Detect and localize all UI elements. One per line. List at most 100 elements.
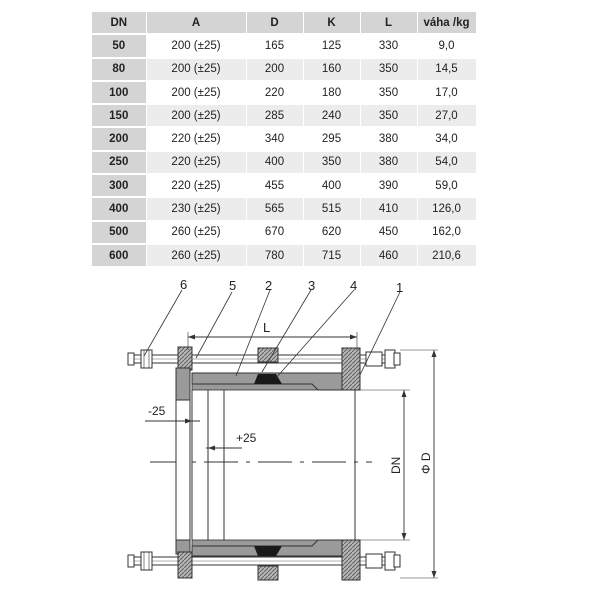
dn-cell: 300 xyxy=(92,174,147,199)
callout-5: 5 xyxy=(229,278,236,293)
callout-6: 6 xyxy=(180,277,187,292)
table-cell: 350 xyxy=(360,104,418,129)
table-cell: 14,5 xyxy=(417,57,477,82)
table-cell: 565 xyxy=(246,197,304,222)
dim-minus-label: -25 xyxy=(148,404,166,418)
table-cell: 350 xyxy=(360,57,418,82)
table-cell: 126,0 xyxy=(417,197,477,222)
table-cell: 400 xyxy=(246,150,304,176)
callout-leaders xyxy=(143,289,401,379)
table-cell: 230 (±25) xyxy=(146,197,247,222)
inserted-pipe xyxy=(191,383,355,547)
table-cell: 515 xyxy=(303,197,361,222)
dim-D-label: Φ D xyxy=(419,452,433,474)
table-cell: 220 (±25) xyxy=(146,127,247,152)
table-cell: 620 xyxy=(303,220,361,245)
col-header-3: K xyxy=(303,12,361,36)
dn-cell: 150 xyxy=(92,104,147,129)
table-cell: 350 xyxy=(303,150,361,176)
dimension-L: L xyxy=(187,320,358,350)
table-cell: 715 xyxy=(303,243,361,269)
table-cell: 162,0 xyxy=(417,220,477,245)
dn-cell: 80 xyxy=(92,57,147,82)
table-cell: 340 xyxy=(246,127,304,152)
coupling-drawing: L -25 +25 DN Φ D 6 5 2 3 4 1 xyxy=(127,277,438,581)
table-cell: 410 xyxy=(360,197,418,222)
table-cell: 200 (±25) xyxy=(146,104,247,129)
table-cell: 390 xyxy=(360,174,418,199)
table-cell: 780 xyxy=(246,243,304,269)
table-cell: 160 xyxy=(303,57,361,82)
dn-cell: 400 xyxy=(92,197,147,222)
table-cell: 34,0 xyxy=(417,127,477,152)
table-cell: 260 (±25) xyxy=(146,220,247,245)
dn-cell: 600 xyxy=(92,243,147,269)
table-cell: 59,0 xyxy=(417,174,477,199)
table-cell: 9,0 xyxy=(417,34,477,59)
col-header-2: D xyxy=(246,12,304,36)
table-cell: 285 xyxy=(246,104,304,129)
dim-L-label: L xyxy=(263,320,270,335)
callout-1: 1 xyxy=(396,280,403,295)
dn-cell: 500 xyxy=(92,220,147,245)
col-header-1: A xyxy=(146,12,247,36)
dimension-D: Φ D xyxy=(400,349,438,579)
table-cell: 220 (±25) xyxy=(146,174,247,199)
table-cell: 17,0 xyxy=(417,80,477,106)
table-cell: 200 (±25) xyxy=(146,57,247,82)
seal-ring xyxy=(254,347,282,581)
dim-plus-label: +25 xyxy=(236,431,257,445)
table-cell: 450 xyxy=(360,220,418,245)
table-cell: 220 (±25) xyxy=(146,150,247,176)
table-cell: 380 xyxy=(360,150,418,176)
dim-DN-label: DN xyxy=(389,457,403,474)
table-cell: 455 xyxy=(246,174,304,199)
col-header-0: DN xyxy=(92,12,147,36)
callout-2: 2 xyxy=(265,278,272,293)
table-cell: 670 xyxy=(246,220,304,245)
table-cell: 295 xyxy=(303,127,361,152)
col-header-5: váha /kg xyxy=(417,12,477,36)
table-cell: 200 (±25) xyxy=(146,80,247,106)
table-cell: 54,0 xyxy=(417,150,477,176)
table-cell: 460 xyxy=(360,243,418,269)
callout-3: 3 xyxy=(308,278,315,293)
dimension-adjust: -25 +25 xyxy=(145,400,257,465)
table-cell: 330 xyxy=(360,34,418,59)
table-cell: 200 (±25) xyxy=(146,34,247,59)
table-cell: 27,0 xyxy=(417,104,477,129)
dimension-DN: DN xyxy=(360,389,410,541)
table-cell: 260 (±25) xyxy=(146,243,247,269)
dn-cell: 200 xyxy=(92,127,147,152)
table-cell: 350 xyxy=(360,80,418,106)
table-cell: 240 xyxy=(303,104,361,129)
callout-4: 4 xyxy=(350,278,357,293)
dn-cell: 50 xyxy=(92,34,147,59)
dn-cell: 250 xyxy=(92,150,147,176)
dn-cell: 100 xyxy=(92,80,147,106)
table-cell: 180 xyxy=(303,80,361,106)
col-header-4: L xyxy=(360,12,418,36)
table-cell: 165 xyxy=(246,34,304,59)
table-cell: 210,6 xyxy=(417,243,477,269)
bottom-bolt xyxy=(127,551,401,571)
table-cell: 400 xyxy=(303,174,361,199)
table-cell: 200 xyxy=(246,57,304,82)
table-cell: 380 xyxy=(360,127,418,152)
left-flange xyxy=(175,346,193,579)
table-cell: 220 xyxy=(246,80,304,106)
table-cell: 125 xyxy=(303,34,361,59)
